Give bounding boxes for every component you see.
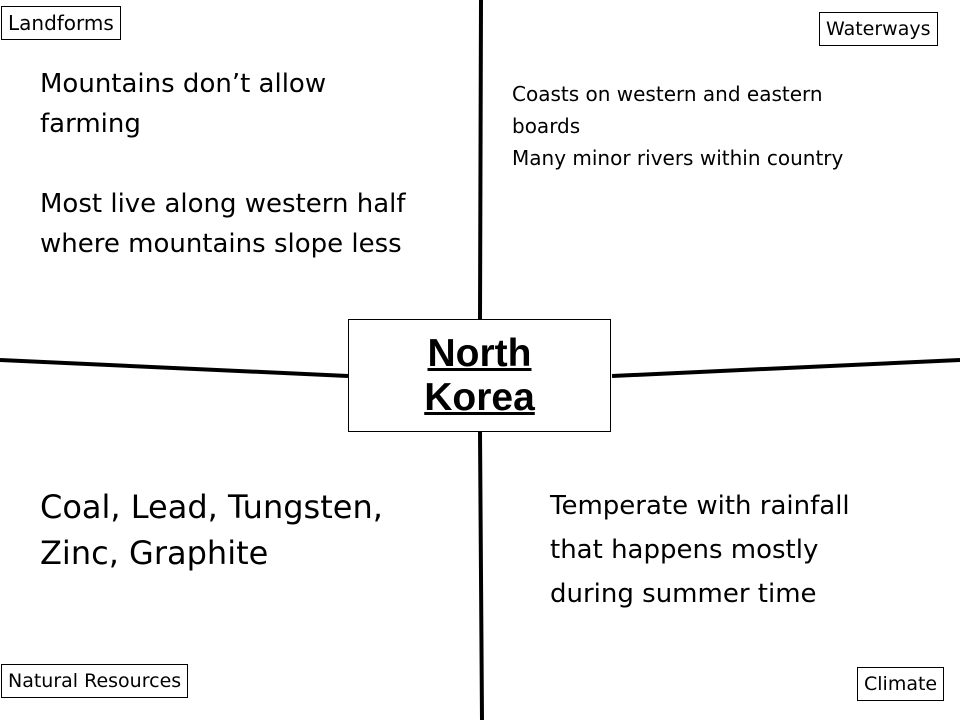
center-title-line-1: North	[427, 331, 532, 375]
waterways-point-2: Many minor rivers within country	[512, 146, 844, 170]
waterways-label: Waterways	[819, 12, 938, 46]
landforms-point-2: Most live along western half where mount…	[40, 189, 406, 259]
vertical-divider-bottom	[478, 431, 484, 720]
horizontal-divider-right	[611, 358, 960, 378]
center-title-line-2: Korea	[424, 375, 535, 419]
natural-resources-text: Coal, Lead, Tungsten, Zinc, Graphite	[40, 484, 440, 576]
vertical-divider-top	[478, 0, 483, 321]
landforms-label: Landforms	[1, 6, 121, 40]
landforms-text: Mountains don’t allow farming Most live …	[40, 64, 410, 264]
climate-description: Temperate with rainfall that happens mos…	[550, 491, 850, 609]
climate-label: Climate	[857, 667, 945, 701]
natural-resources-list: Coal, Lead, Tungsten, Zinc, Graphite	[40, 488, 383, 572]
waterways-text: Coasts on western and eastern boards Man…	[512, 78, 847, 174]
natural-resources-label: Natural Resources	[1, 664, 189, 698]
climate-text: Temperate with rainfall that happens mos…	[550, 484, 880, 616]
waterways-point-1: Coasts on western and eastern boards	[512, 82, 823, 138]
horizontal-divider-left	[0, 358, 349, 378]
landforms-point-1: Mountains don’t allow farming	[40, 69, 327, 139]
center-title-box: North Korea	[348, 319, 611, 432]
